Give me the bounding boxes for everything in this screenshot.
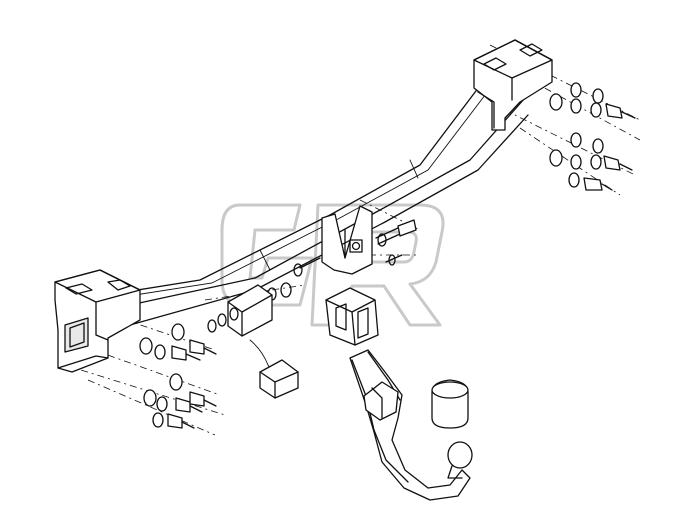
tow-ball-cap: [431, 379, 469, 429]
tow-ball-socket: [325, 287, 379, 346]
electrical-socket-plate: [207, 284, 299, 399]
watermark-logo: [220, 203, 445, 327]
detachable-tow-ball-neck: [349, 349, 473, 501]
right-mounting-bracket: [473, 39, 553, 131]
crossbar-beam: [74, 74, 529, 326]
left-fasteners: [139, 323, 217, 429]
center-tow-plate: [321, 205, 373, 275]
left-mounting-bracket: [54, 269, 141, 373]
right-fasteners: [549, 82, 636, 191]
center-bolts: [267, 219, 417, 301]
